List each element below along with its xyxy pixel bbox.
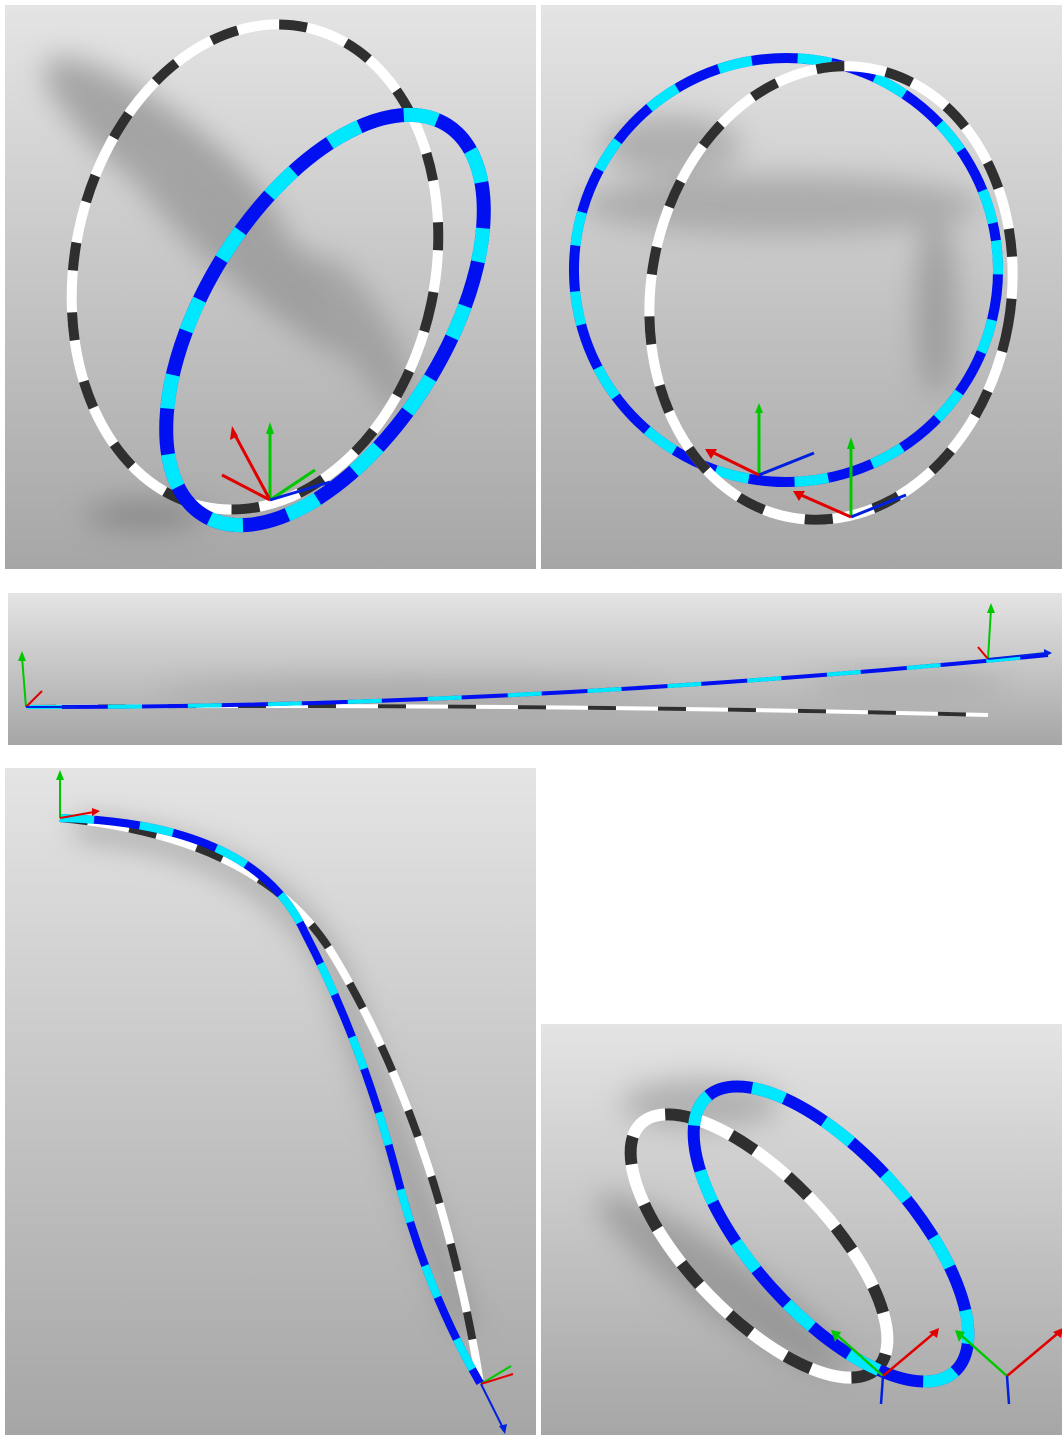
coordinate-frame-b (793, 437, 907, 519)
coordinate-frame-b (480, 1365, 514, 1434)
shadow-layer (158, 673, 1008, 705)
shadow-layer (74, 817, 476, 1332)
coordinate-frame-b (977, 603, 1052, 660)
panel-top-right (541, 5, 1062, 569)
render-front-view (541, 5, 1062, 569)
render-top-view (5, 768, 536, 1435)
render-side-view (541, 1024, 1062, 1435)
background (541, 5, 1062, 569)
shadow-layer (44, 57, 415, 530)
ribbon-stripes (59, 814, 484, 1386)
panel-bottom-left (5, 768, 536, 1435)
coordinate-frame-a (56, 770, 100, 819)
shadow-layer (581, 115, 981, 395)
ribbon-stripes (66, 19, 444, 515)
ribbon-stripes (59, 814, 484, 1384)
coordinate-frame-a (705, 403, 815, 477)
ribbon-stripes (644, 61, 1018, 525)
render-edge-view (8, 593, 1062, 745)
coordinate-frame-a (18, 651, 76, 708)
coordinate-frame (221, 422, 331, 502)
ribbon-stripes (569, 53, 1003, 487)
panel-bottom-right (541, 1024, 1062, 1435)
coordinate-frame-b (955, 1328, 1062, 1405)
panel-middle-wide (8, 593, 1062, 745)
coordinate-frame-a (831, 1328, 939, 1405)
render-oblique-view (5, 5, 536, 569)
ribbon-stripes (27, 653, 1049, 710)
ribbon-stripes (159, 107, 491, 533)
ribbon-stripes (687, 1080, 975, 1388)
panel-top-left (5, 5, 536, 569)
